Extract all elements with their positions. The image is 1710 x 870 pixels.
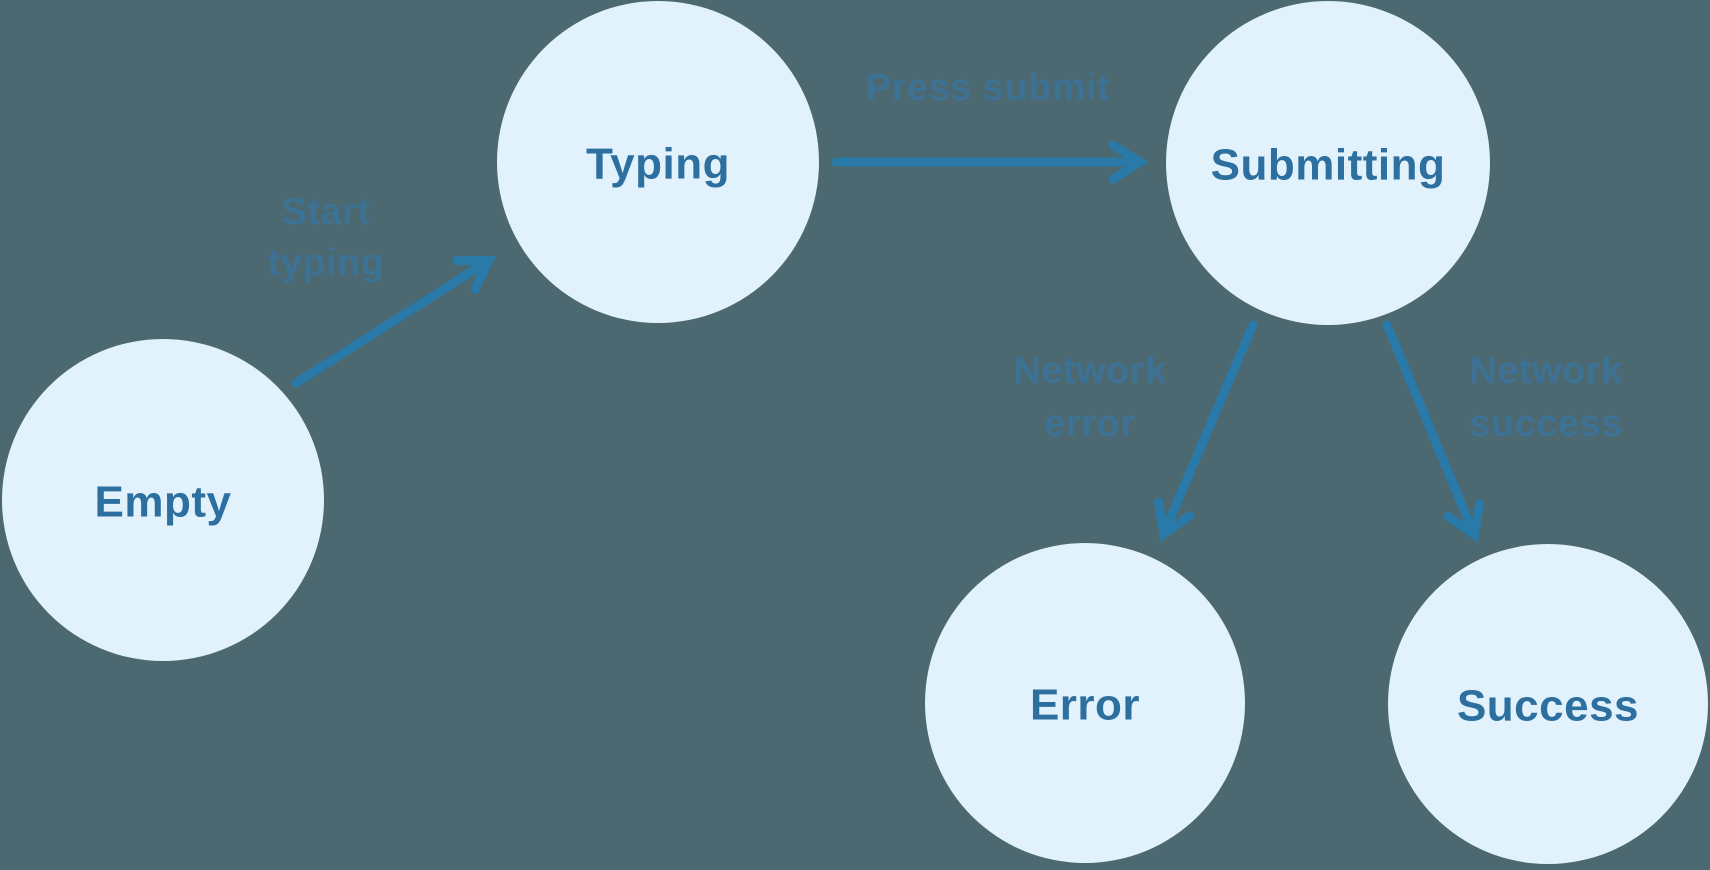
edge-label-line: Network <box>1013 350 1167 392</box>
edge-label-line: Start <box>281 191 370 233</box>
edge-label-start-typing: Start typing <box>268 191 385 284</box>
edge-label-line: typing <box>268 242 385 284</box>
state-node-circle <box>1388 544 1708 864</box>
state-node-typing: Typing <box>497 1 819 323</box>
edge-label-press-submit: Press submit <box>866 67 1111 109</box>
transition-arrow-submitting-to-error <box>1154 320 1258 542</box>
state-node-success: Success <box>1388 544 1708 864</box>
state-node-error: Error <box>925 543 1245 863</box>
edge-label-line: Network <box>1469 350 1623 392</box>
state-node-submitting: Submitting <box>1166 1 1490 325</box>
state-node-label: Error <box>1030 681 1140 730</box>
edge-label-line: success <box>1469 403 1623 445</box>
transition-labels: Start typing Press submit Network error … <box>268 67 1623 445</box>
edge-label-network-error: Network error <box>1013 350 1167 445</box>
state-node-empty: Empty <box>2 339 324 661</box>
state-node-label: Submitting <box>1211 141 1446 190</box>
state-node-circle <box>1166 1 1490 325</box>
edge-label-line: Press submit <box>866 67 1111 109</box>
transition-arrow-empty-to-typing <box>291 255 496 388</box>
state-node-label: Empty <box>95 478 232 527</box>
state-node-circle <box>925 543 1245 863</box>
state-node-circle <box>2 339 324 661</box>
transition-arrow-submitting-to-success <box>1382 320 1485 543</box>
edge-label-network-success: Network success <box>1469 350 1623 445</box>
edge-label-line: error <box>1044 403 1135 445</box>
state-node-label: Success <box>1457 682 1639 731</box>
state-node-label: Typing <box>586 140 730 189</box>
transition-arrows <box>291 140 1485 543</box>
state-node-circle <box>497 1 819 323</box>
